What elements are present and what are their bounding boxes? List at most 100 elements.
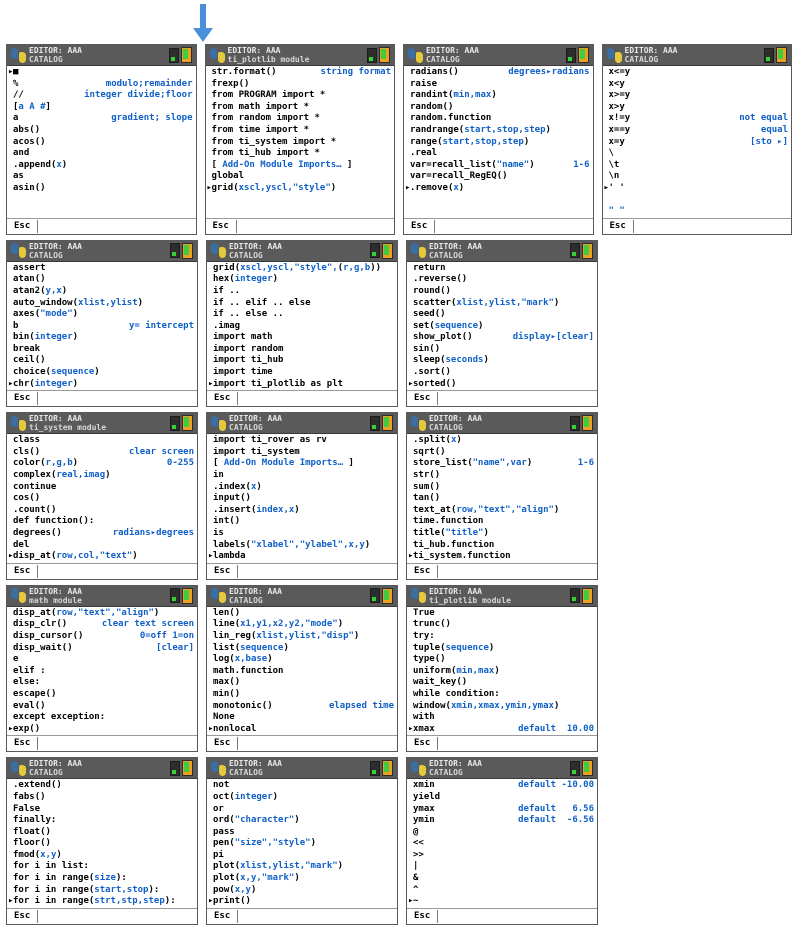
catalog-item[interactable]: def function(): bbox=[7, 516, 197, 528]
catalog-item[interactable]: if .. else .. bbox=[207, 309, 397, 321]
catalog-item[interactable]: max() bbox=[207, 677, 397, 689]
catalog-item[interactable]: tan() bbox=[407, 493, 597, 505]
catalog-item[interactable]: fabs() bbox=[7, 792, 197, 804]
catalog-item[interactable]: complex(real,imag) bbox=[7, 470, 197, 482]
catalog-item[interactable]: uniform(min,max) bbox=[407, 666, 597, 678]
catalog-item[interactable]: for i in range(size): bbox=[7, 873, 197, 885]
catalog-item[interactable]: sleep(seconds) bbox=[407, 355, 597, 367]
catalog-item[interactable]: sum() bbox=[407, 482, 597, 494]
catalog-item[interactable]: text_at(row,"text","align") bbox=[407, 505, 597, 517]
catalog-item[interactable]: \ bbox=[603, 148, 792, 160]
catalog-item[interactable]: lin_reg(xlist,ylist,"disp") bbox=[207, 631, 397, 643]
catalog-item[interactable]: pi bbox=[207, 850, 397, 862]
catalog-list[interactable]: grid(xscl,yscl,"style",(r,g,b))hex(integ… bbox=[207, 261, 397, 391]
catalog-item[interactable] bbox=[603, 195, 792, 207]
catalog-item[interactable]: [a A #] bbox=[7, 102, 196, 114]
catalog-item[interactable]: with bbox=[407, 712, 597, 724]
catalog-item[interactable]: show_plot()display▸[clear] bbox=[407, 332, 597, 344]
catalog-item[interactable]: plot(xlist,ylist,"mark") bbox=[207, 861, 397, 873]
catalog-item[interactable]: float() bbox=[7, 827, 197, 839]
catalog-item[interactable]: from time import * bbox=[206, 125, 395, 137]
catalog-item[interactable]: ^ bbox=[407, 885, 597, 897]
catalog-item[interactable]: << bbox=[407, 838, 597, 850]
catalog-item[interactable]: import math bbox=[207, 332, 397, 344]
catalog-item[interactable]: color(r,g,b)0-255 bbox=[7, 458, 197, 470]
catalog-item[interactable]: range(start,stop,step) bbox=[404, 137, 593, 149]
catalog-item[interactable]: import time bbox=[207, 367, 397, 379]
catalog-list[interactable]: .split(x)sqrt()store_list("name",var)1-6… bbox=[407, 434, 597, 563]
catalog-item[interactable]: del bbox=[7, 540, 197, 552]
catalog-item[interactable]: var=recall_RegEQ() bbox=[404, 171, 593, 183]
catalog-item[interactable]: for i in range(start,stop): bbox=[7, 885, 197, 897]
catalog-item[interactable]: import ti_hub bbox=[207, 355, 397, 367]
catalog-item[interactable]: acos() bbox=[7, 137, 196, 149]
catalog-item[interactable]: finally: bbox=[7, 815, 197, 827]
catalog-item[interactable]: ▸for i in range(strt,stp,step): bbox=[7, 896, 197, 908]
catalog-item[interactable]: \n bbox=[603, 171, 792, 183]
catalog-item[interactable]: disp_cursor()0=off 1=on bbox=[7, 631, 197, 643]
catalog-item[interactable]: .extend() bbox=[7, 780, 197, 792]
catalog-item[interactable]: input() bbox=[207, 493, 397, 505]
esc-button[interactable]: Esc bbox=[207, 392, 239, 406]
catalog-item[interactable]: ▸~ bbox=[407, 896, 597, 908]
catalog-item[interactable]: bin(integer) bbox=[7, 332, 197, 344]
catalog-item[interactable]: except exception: bbox=[7, 712, 197, 724]
catalog-item[interactable]: cls()clear screen bbox=[7, 447, 197, 459]
catalog-item[interactable]: else: bbox=[7, 677, 197, 689]
catalog-item[interactable]: .split(x) bbox=[407, 435, 597, 447]
catalog-item[interactable]: randrange(start,stop,step) bbox=[404, 125, 593, 137]
catalog-item[interactable]: import random bbox=[207, 344, 397, 356]
catalog-item[interactable]: fmod(x,y) bbox=[7, 850, 197, 862]
esc-button[interactable]: Esc bbox=[603, 219, 634, 233]
catalog-item[interactable]: min() bbox=[207, 689, 397, 701]
catalog-list[interactable]: ▸■%modulo;remainder//integer divide;floo… bbox=[7, 66, 196, 218]
catalog-item[interactable]: import ti_rover as rv bbox=[207, 435, 397, 447]
catalog-item[interactable]: raise bbox=[404, 79, 593, 91]
catalog-item[interactable]: or bbox=[207, 804, 397, 816]
catalog-item[interactable]: .real bbox=[404, 148, 593, 160]
catalog-item[interactable]: False bbox=[7, 804, 197, 816]
catalog-item[interactable]: [ Add-On Module Imports… ] bbox=[207, 458, 397, 470]
catalog-item[interactable]: class bbox=[7, 435, 197, 447]
esc-button[interactable]: Esc bbox=[206, 219, 237, 233]
catalog-item[interactable]: ▸chr(integer) bbox=[7, 379, 197, 391]
catalog-item[interactable]: cos() bbox=[7, 493, 197, 505]
catalog-item[interactable]: choice(sequence) bbox=[7, 367, 197, 379]
catalog-item[interactable]: ▸exp() bbox=[7, 724, 197, 736]
catalog-item[interactable]: oct(integer) bbox=[207, 792, 397, 804]
catalog-item[interactable]: line(x1,y1,x2,y2,"mode") bbox=[207, 619, 397, 631]
catalog-item[interactable]: .index(x) bbox=[207, 482, 397, 494]
catalog-item[interactable]: while condition: bbox=[407, 689, 597, 701]
catalog-item[interactable]: from math import * bbox=[206, 102, 395, 114]
esc-button[interactable]: Esc bbox=[407, 392, 439, 406]
catalog-item[interactable]: .append(x) bbox=[7, 160, 196, 172]
catalog-item[interactable]: ▸lambda bbox=[207, 551, 397, 563]
catalog-item[interactable]: disp_wait()[clear] bbox=[7, 643, 197, 655]
catalog-item[interactable]: %modulo;remainder bbox=[7, 79, 196, 91]
catalog-item[interactable]: axes("mode") bbox=[7, 309, 197, 321]
catalog-item[interactable]: log(x,base) bbox=[207, 654, 397, 666]
catalog-item[interactable]: True bbox=[407, 608, 597, 620]
catalog-item[interactable]: return bbox=[407, 263, 597, 275]
catalog-item[interactable]: store_list("name",var)1-6 bbox=[407, 458, 597, 470]
catalog-item[interactable]: >> bbox=[407, 850, 597, 862]
catalog-list[interactable]: len()line(x1,y1,x2,y2,"mode")lin_reg(xli… bbox=[207, 606, 397, 736]
catalog-item[interactable]: window(xmin,xmax,ymin,ymax) bbox=[407, 701, 597, 713]
catalog-item[interactable]: from ti_hub import * bbox=[206, 148, 395, 160]
catalog-item[interactable]: eval() bbox=[7, 701, 197, 713]
catalog-item[interactable]: hex(integer) bbox=[207, 274, 397, 286]
catalog-item[interactable]: grid(xscl,yscl,"style",(r,g,b)) bbox=[207, 263, 397, 275]
esc-button[interactable]: Esc bbox=[207, 909, 239, 923]
catalog-item[interactable]: ti_hub.function bbox=[407, 540, 597, 552]
catalog-item[interactable]: @ bbox=[407, 827, 597, 839]
